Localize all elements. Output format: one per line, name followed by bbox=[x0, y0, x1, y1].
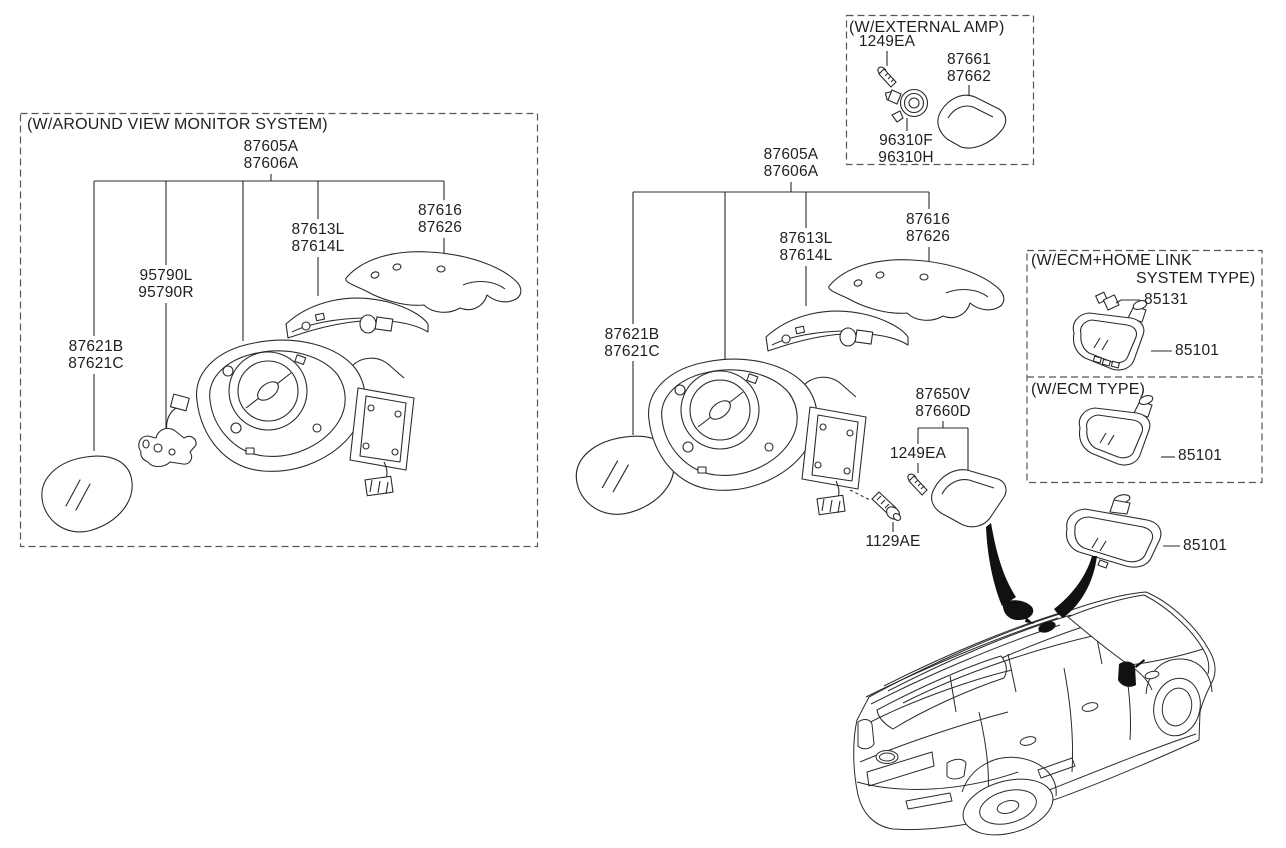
install-direction-arrows bbox=[986, 523, 1097, 633]
callout-avm-mirror-glass[interactable]: 87621B 87621C bbox=[68, 338, 124, 372]
callout-avm-side-camera[interactable]: 95790L 95790R bbox=[138, 267, 194, 301]
ecm-homelink-box-title-line2: SYSTEM TYPE) bbox=[1136, 270, 1256, 287]
callout-avm-mirror-assembly[interactable]: 87605A 87606A bbox=[243, 138, 299, 172]
callout-amp-speaker[interactable]: 96310F 96310H bbox=[878, 132, 934, 166]
standard-mirror-housing bbox=[648, 358, 867, 516]
ecm-homelink-mirror bbox=[1072, 298, 1149, 371]
standard-inside-mirror-part bbox=[1065, 494, 1162, 569]
callout-ecm-mirror[interactable]: 85101 bbox=[1178, 447, 1223, 464]
external-amp-leader-lines bbox=[886, 51, 970, 131]
avm-branch-lines bbox=[93, 174, 445, 451]
mounted-side-mirror-silhouette bbox=[1118, 659, 1145, 687]
amp-speaker bbox=[884, 88, 929, 123]
homelink-sensor bbox=[1094, 291, 1122, 311]
callout-standard-rear-cover[interactable]: 87616 87626 bbox=[905, 211, 951, 245]
standard-mirror-branch-lines bbox=[632, 182, 969, 532]
standard-turn-signal-lamp bbox=[765, 310, 909, 352]
vehicle-illustration bbox=[853, 591, 1216, 836]
amp-cover bbox=[937, 94, 1007, 149]
standard-rear-cover bbox=[828, 259, 1005, 321]
ecm-homelink-box-title-line1: (W/ECM+HOME LINK bbox=[1031, 252, 1192, 269]
callout-standard-mirror-assembly[interactable]: 87605A 87606A bbox=[763, 146, 819, 180]
callout-standard-quadrant-cover[interactable]: 87650V 87660D bbox=[915, 386, 971, 420]
callout-standard-screw[interactable]: 1249EA bbox=[889, 445, 947, 462]
around-view-monitor-box-border bbox=[19, 112, 539, 548]
ecm-box-title: (W/ECM TYPE) bbox=[1031, 381, 1146, 398]
avm-mirror-housing bbox=[196, 339, 415, 497]
ecm-options-box-border bbox=[1026, 249, 1263, 484]
callout-homelink-sensor[interactable]: 85131 bbox=[1144, 291, 1189, 308]
external-amp-box-title: (W/EXTERNAL AMP) bbox=[849, 19, 1005, 36]
callout-ecm-homelink-mirror[interactable]: 85101 bbox=[1175, 342, 1220, 359]
callout-standard-bolt[interactable]: 1129AE bbox=[865, 533, 921, 550]
inside-mirror-leader-lines bbox=[1121, 299, 1180, 547]
amp-screw bbox=[877, 66, 897, 88]
external-amp-box-border bbox=[845, 14, 1035, 166]
standard-quadrant-cover bbox=[931, 469, 1007, 528]
callout-amp-cover[interactable]: 87661 87662 bbox=[946, 51, 992, 85]
standard-bolt bbox=[871, 491, 902, 521]
avm-mirror-glass bbox=[41, 455, 133, 533]
callout-standard-turn-signal-lamp[interactable]: 87613L 87614L bbox=[779, 230, 833, 264]
callout-avm-rear-cover[interactable]: 87616 87626 bbox=[417, 202, 463, 236]
avm-side-camera bbox=[138, 393, 197, 468]
callout-standard-mirror-glass[interactable]: 87621B 87621C bbox=[604, 326, 660, 360]
callout-standard-inside-mirror[interactable]: 85101 bbox=[1183, 537, 1228, 554]
ecm-mirror bbox=[1078, 393, 1155, 466]
callout-amp-screw[interactable]: 1249EA bbox=[858, 33, 916, 50]
avm-box-title: (W/AROUND VIEW MONITOR SYSTEM) bbox=[27, 116, 328, 133]
callout-avm-turn-signal-lamp[interactable]: 87613L 87614L bbox=[291, 221, 345, 255]
standard-screw bbox=[907, 473, 928, 496]
